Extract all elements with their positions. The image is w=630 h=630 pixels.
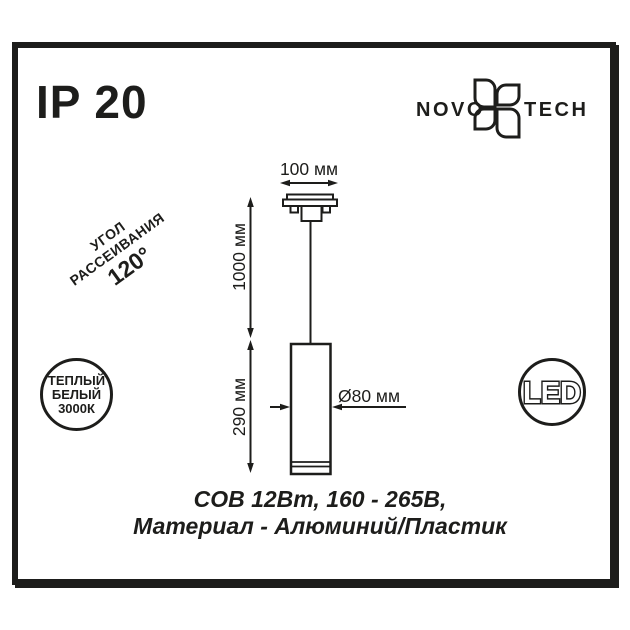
spec-line-power: COB 12Вт, 160 - 265В, (193, 486, 447, 512)
arrowhead (328, 179, 338, 187)
body-height-label: 290 мм (229, 378, 249, 436)
arrowhead (332, 403, 342, 411)
arrowhead (247, 340, 254, 350)
flower-petal-top-right (495, 83, 521, 107)
led-badge-text-graphic: LED (522, 374, 583, 412)
led-label: LED (523, 375, 581, 410)
track-width-label: 100 мм (280, 159, 338, 179)
logo-text-tech: TECH (524, 99, 589, 121)
logo-text-novo: NOVO (416, 99, 485, 121)
novotech-flower-icon (473, 78, 521, 139)
track-adapter-foot-right (321, 205, 331, 214)
track-adapter-foot-left (289, 205, 299, 214)
flower-petal-top-left (473, 78, 497, 109)
spec-line-material: Материал - Алюминий/Пластик (133, 513, 507, 539)
led-badge: LED (518, 358, 586, 426)
flower-petal-bottom-left (473, 107, 497, 131)
lamp-dimension-diagram: 100 мм 1000 мм 290 мм Ø80 мм (229, 159, 406, 476)
arrowhead (280, 179, 290, 187)
suspension-length-label: 1000 мм (229, 223, 249, 291)
color-temp-line2: БЕЛЫЙ (51, 386, 102, 402)
color-temp-line3: 3000К (58, 400, 95, 416)
arrowhead (247, 197, 254, 207)
border-frame (12, 42, 616, 585)
flower-petal-bottom-right (495, 107, 521, 139)
track-adapter-block (300, 205, 323, 222)
arrowhead (280, 403, 290, 411)
color-temp-line1: ТЕПЛЫЙ (47, 372, 106, 388)
arrowhead (247, 328, 254, 338)
lamp-body (289, 342, 332, 476)
spec-text: COB 12Вт, 160 - 265В, Материал - Алюмини… (20, 486, 620, 540)
color-temp-badge: ТЕПЛЫЙ БЕЛЫЙ 3000К (40, 358, 113, 431)
arrowhead (247, 463, 254, 473)
body-diameter-label: Ø80 мм (338, 386, 400, 406)
ip-rating-label: IP 20 (36, 76, 148, 128)
